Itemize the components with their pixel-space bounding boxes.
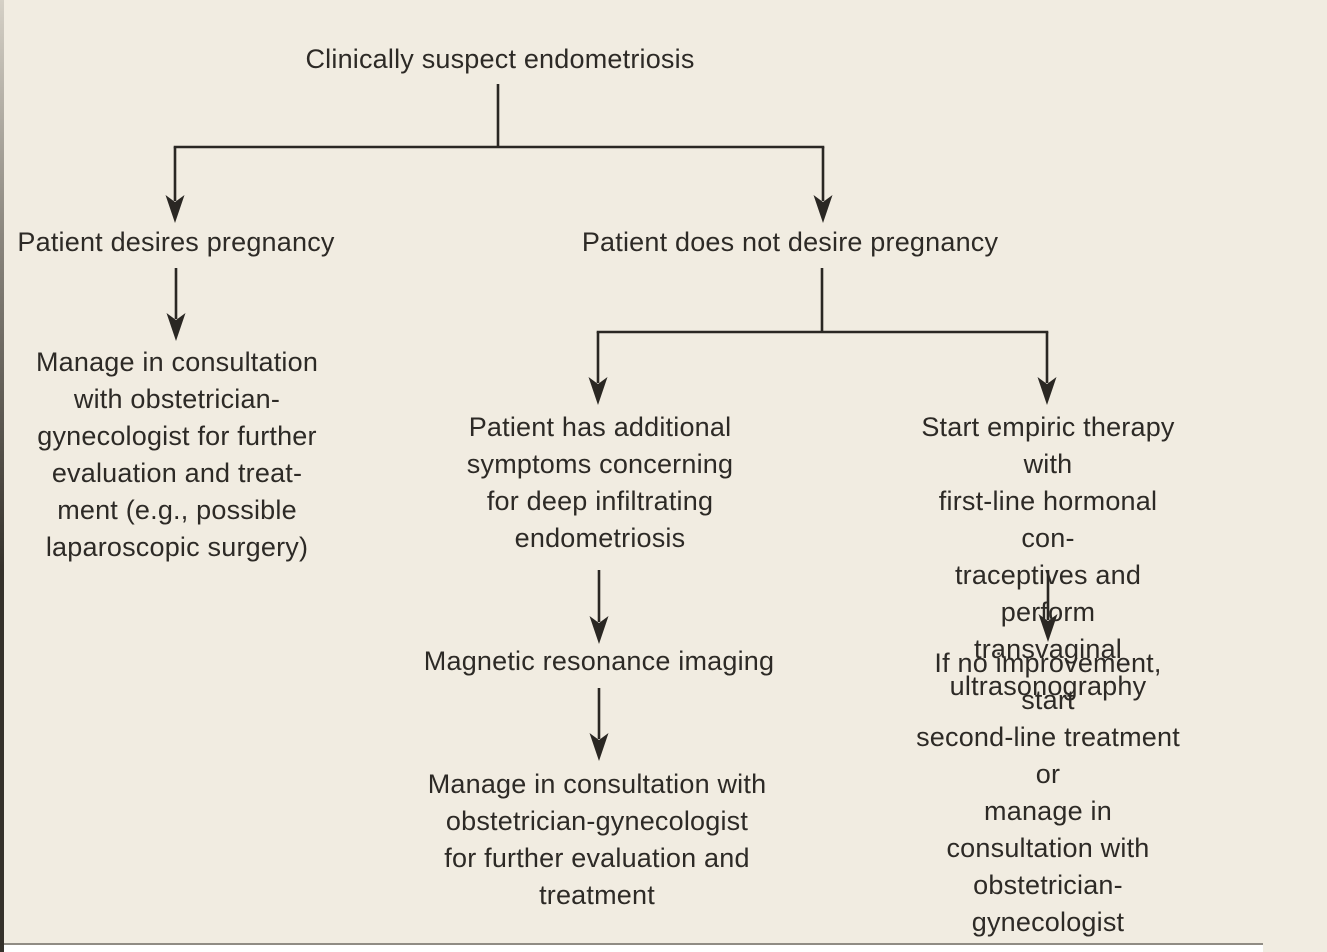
arrowhead-to-empiric-therapy xyxy=(1037,377,1057,405)
arrowhead-to-manage-left xyxy=(166,313,186,341)
arrowhead-to-mri xyxy=(589,616,609,644)
node-manage-consultation-surgery-left: Manage in consultation with obstetrician… xyxy=(35,347,319,562)
page-bottom-strip xyxy=(4,943,1263,952)
page-edge-left xyxy=(0,0,4,952)
node-magnetic-resonance-imaging: Magnetic resonance imaging xyxy=(423,646,775,676)
node-start-empiric-therapy: Start empiric therapy with first-line ho… xyxy=(921,412,1175,701)
node-clinically-suspect-endometriosis: Clinically suspect endometriosis xyxy=(305,44,695,74)
node-patient-desires-pregnancy: Patient desires pregnancy xyxy=(17,227,335,257)
node-patient-does-not-desire-pregnancy: Patient does not desire pregnancy xyxy=(581,227,999,257)
node-if-no-improvement: If no improvement, start second-line tre… xyxy=(916,648,1180,952)
arrowhead-to-no-improvement xyxy=(1038,614,1058,642)
arrowhead-to-desires-pregnancy xyxy=(165,195,185,223)
node-manage-consultation-middle: Manage in consultation with obstetrician… xyxy=(427,769,767,910)
node-additional-symptoms-deep-infiltrating: Patient has additional symptoms concerni… xyxy=(466,412,734,553)
arrowhead-to-does-not-desire xyxy=(813,195,833,223)
arrowhead-to-manage-middle xyxy=(589,733,609,761)
arrowhead-to-additional-symptoms xyxy=(588,377,608,405)
